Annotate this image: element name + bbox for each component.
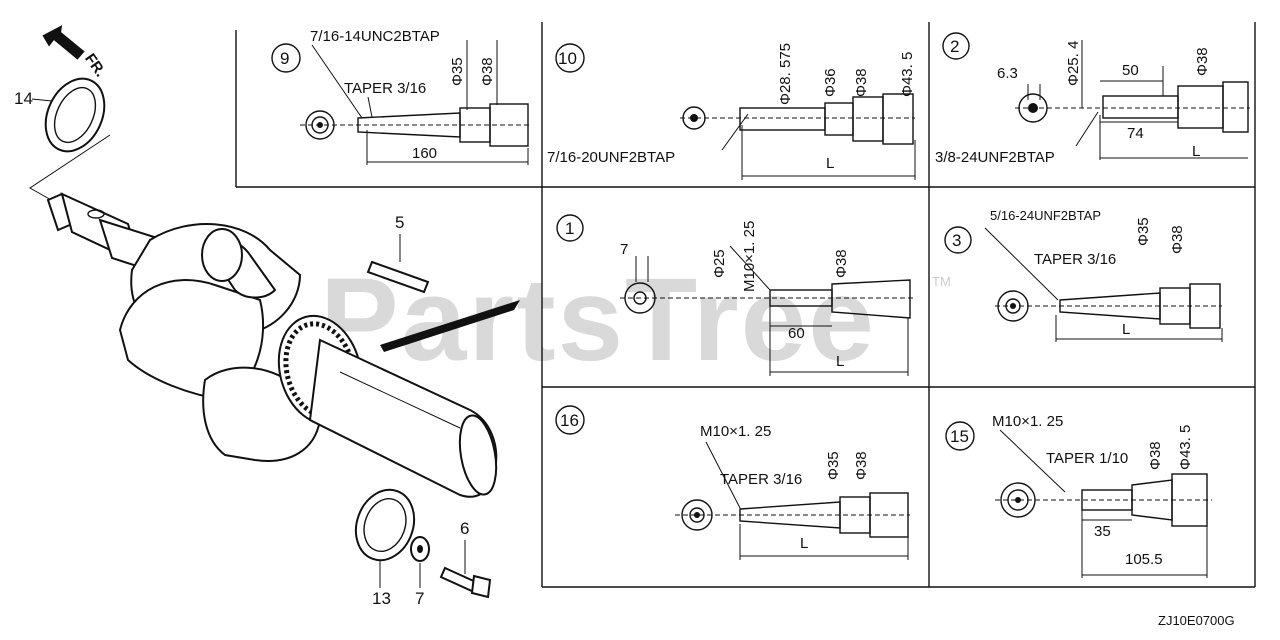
panel-15-d2: Φ43. 5 [1177, 425, 1194, 470]
panel-9-number: 9 [280, 49, 289, 68]
panel-15-number: 15 [950, 427, 969, 446]
panel-9-thread: 7/16-14UNC2BTAP [310, 28, 440, 45]
panel-16-d2: Φ38 [853, 451, 870, 480]
panel-3-number: 3 [952, 231, 961, 250]
panel-16-number: 16 [560, 411, 579, 430]
panel-9-length: 160 [412, 145, 437, 162]
panel-2-d1: Φ25. 4 [1065, 41, 1082, 86]
panel-10-thread: 7/16-20UNF2BTAP [547, 149, 675, 166]
panel-2-d2: Φ38 [1194, 47, 1211, 76]
panel-1-len1: 60 [788, 325, 805, 342]
panel-15-taper: TAPER 1/10 [1046, 450, 1128, 467]
panel-16-d1: Φ35 [825, 451, 842, 480]
trademark-mark: TM [932, 274, 951, 289]
panel-1: 1 7 Φ25 M10×1. 25 Φ38 60 L [556, 214, 915, 376]
panel-10-d2: Φ36 [822, 68, 839, 97]
crankshaft-icon [46, 192, 498, 498]
callout-7: 7 [415, 589, 424, 608]
panel-15-len2: 105.5 [1125, 551, 1163, 568]
panel-2-key: 6.3 [997, 65, 1018, 82]
front-label: FR. [81, 50, 109, 80]
part-code: ZJ10E0700G [1158, 613, 1235, 628]
panel-10: 10 7/16-20UNF2BTAP Φ28. 575 Φ36 Φ38 Φ43.… [547, 43, 916, 180]
panel-16-taper: TAPER 3/16 [720, 471, 802, 488]
panel-1-d1: Φ25 [711, 249, 728, 278]
panel-15: 15 M10×1. 25 TAPER 1/10 Φ38 Φ43. 5 35 10… [945, 413, 1212, 578]
pointer-arrow-icon [380, 300, 520, 352]
panel-3-taper: TAPER 3/16 [1034, 251, 1116, 268]
seal-13-icon [354, 488, 416, 562]
panel-1-key: 7 [620, 241, 628, 258]
panel-16-thread: M10×1. 25 [700, 423, 771, 440]
panel-10-number: 10 [558, 49, 577, 68]
panel-10-length: L [826, 155, 834, 172]
panel-9: 9 7/16-14UNC2BTAP TAPER 3/16 Φ35 Φ38 160 [271, 28, 530, 165]
panel-3-length: L [1122, 321, 1130, 338]
panel-15-len1: 35 [1094, 523, 1111, 540]
washer-14-icon [44, 77, 106, 153]
panel-grid [235, 22, 1256, 588]
panel-9-d2: Φ38 [479, 57, 496, 86]
panel-2-len2: 74 [1127, 125, 1144, 142]
panel-9-taper: TAPER 3/16 [344, 80, 426, 97]
panel-15-thread: M10×1. 25 [992, 413, 1063, 430]
panel-1-number: 1 [565, 219, 574, 238]
panel-2-length: L [1192, 143, 1200, 160]
panel-2-len1: 50 [1122, 62, 1139, 79]
panel-16-length: L [800, 535, 808, 552]
callout-5: 5 [395, 213, 404, 232]
panel-1-length: L [836, 353, 844, 370]
panel-9-d1: Φ35 [449, 57, 466, 86]
front-arrow-icon: FR. [42, 25, 109, 80]
callout-13: 13 [372, 589, 391, 608]
panel-10-d3: Φ38 [853, 68, 870, 97]
panel-15-d1: Φ38 [1147, 441, 1164, 470]
panel-2-thread: 3/8-24UNF2BTAP [935, 149, 1055, 166]
washer-7-icon [410, 536, 430, 562]
panel-10-d4: Φ43. 5 [899, 52, 916, 97]
panel-1-thread: M10×1. 25 [741, 221, 758, 292]
key-5-icon [366, 260, 430, 294]
panel-3-d1: Φ35 [1135, 217, 1152, 246]
callout-6: 6 [460, 519, 469, 538]
callout-14: 14 [14, 89, 33, 108]
panel-10-d1: Φ28. 575 [777, 43, 794, 105]
bolt-6-icon [439, 566, 492, 599]
panel-2: 2 6.3 Φ25. 4 50 Φ38 74 L 3/8-24UNF2BTAP [935, 32, 1250, 166]
panel-2-number: 2 [950, 37, 959, 56]
panel-3: 3 5/16-24UNF2BTAP TAPER 3/16 Φ35 Φ38 L [944, 208, 1223, 342]
panel-16: 16 M10×1. 25 TAPER 3/16 Φ35 Φ38 L [555, 405, 910, 560]
panel-3-d2: Φ38 [1169, 225, 1186, 254]
panel-3-thread: 5/16-24UNF2BTAP [990, 208, 1101, 223]
panel-1-d2: Φ38 [833, 249, 850, 278]
